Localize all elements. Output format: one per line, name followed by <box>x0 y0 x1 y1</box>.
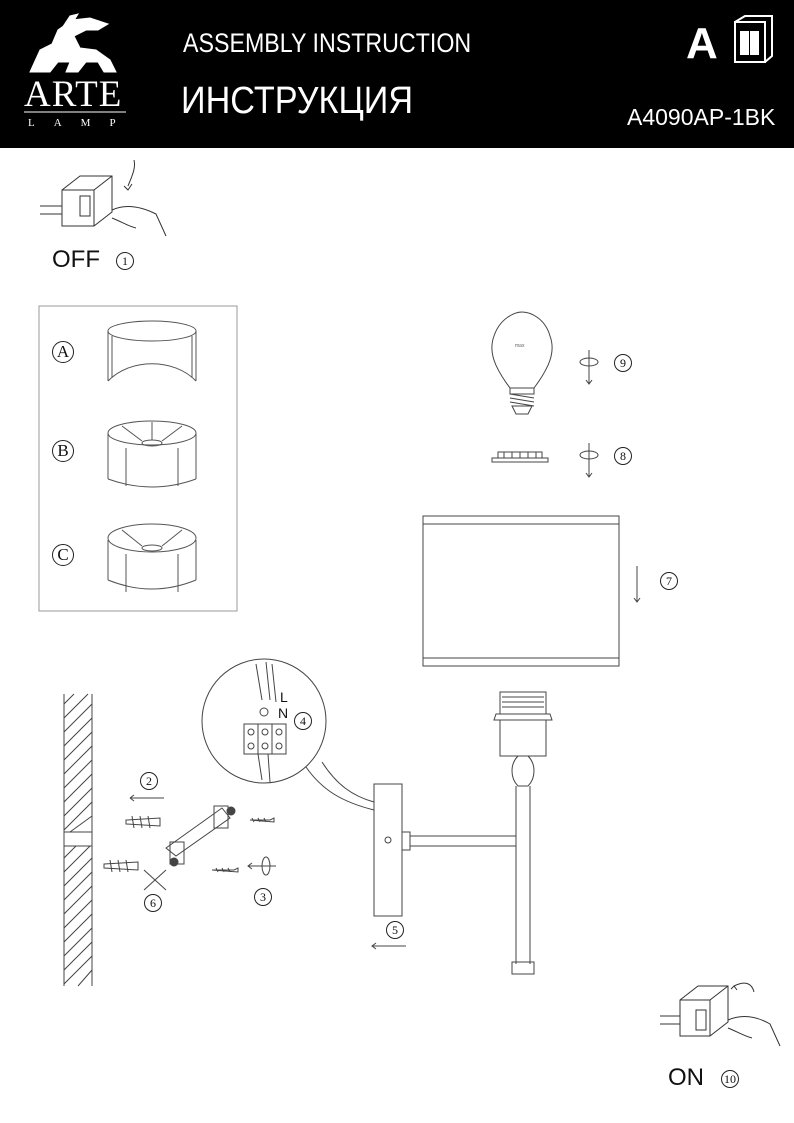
off-label: OFF <box>52 246 100 273</box>
ring-nut-illustration <box>491 451 549 463</box>
step-2-number: 2 <box>140 772 158 790</box>
shade-options-frame <box>38 305 238 612</box>
shade-c-illustration <box>107 523 197 592</box>
bulb-marking: max <box>515 343 525 349</box>
bulb-illustration <box>491 311 553 415</box>
step5-arrow-icon <box>371 942 406 950</box>
lamp-shade-illustration <box>422 515 641 667</box>
brand-subtitle: LAMP <box>28 117 135 129</box>
wall-illustration <box>63 693 93 987</box>
switch-off-illustration <box>40 159 167 237</box>
shade-option-b-label: B <box>52 440 74 462</box>
step-9-number: 9 <box>614 354 632 372</box>
model-number: A4090AP-1BK <box>627 104 776 130</box>
header-bar <box>0 0 794 148</box>
step-8-number: 8 <box>614 447 632 465</box>
switch-on-illustration <box>660 982 781 1047</box>
on-label: ON <box>668 1064 704 1091</box>
wiring-callout <box>201 658 375 811</box>
brand-wordmark: ARTE <box>24 74 123 115</box>
shade-a-illustration <box>107 320 197 382</box>
step-7-number: 7 <box>660 572 678 590</box>
mounting-hardware-illustration <box>103 794 276 891</box>
step-6-number: 6 <box>144 894 162 912</box>
step-4-number: 4 <box>294 712 312 730</box>
manual-book-icon <box>734 15 773 63</box>
lamp-body-illustration <box>373 691 553 975</box>
shade-b-illustration <box>107 420 197 488</box>
title-english: ASSEMBLY INSTRUCTION <box>183 28 472 58</box>
terminal-n-label: N <box>278 705 289 721</box>
step-3-number: 3 <box>254 888 272 906</box>
terminal-l-label: L <box>280 689 288 705</box>
class-letter: A <box>686 19 718 68</box>
shade-option-c-label: C <box>52 544 74 566</box>
step-10-number: 10 <box>721 1070 739 1088</box>
rotate-arrow-icon <box>579 350 599 478</box>
step-5-number: 5 <box>386 921 404 939</box>
step-1-number: 1 <box>116 252 134 270</box>
lion-logo-icon <box>29 13 117 73</box>
shade-option-a-label: A <box>52 341 74 363</box>
title-russian: ИНСТРУКЦИЯ <box>181 80 414 122</box>
